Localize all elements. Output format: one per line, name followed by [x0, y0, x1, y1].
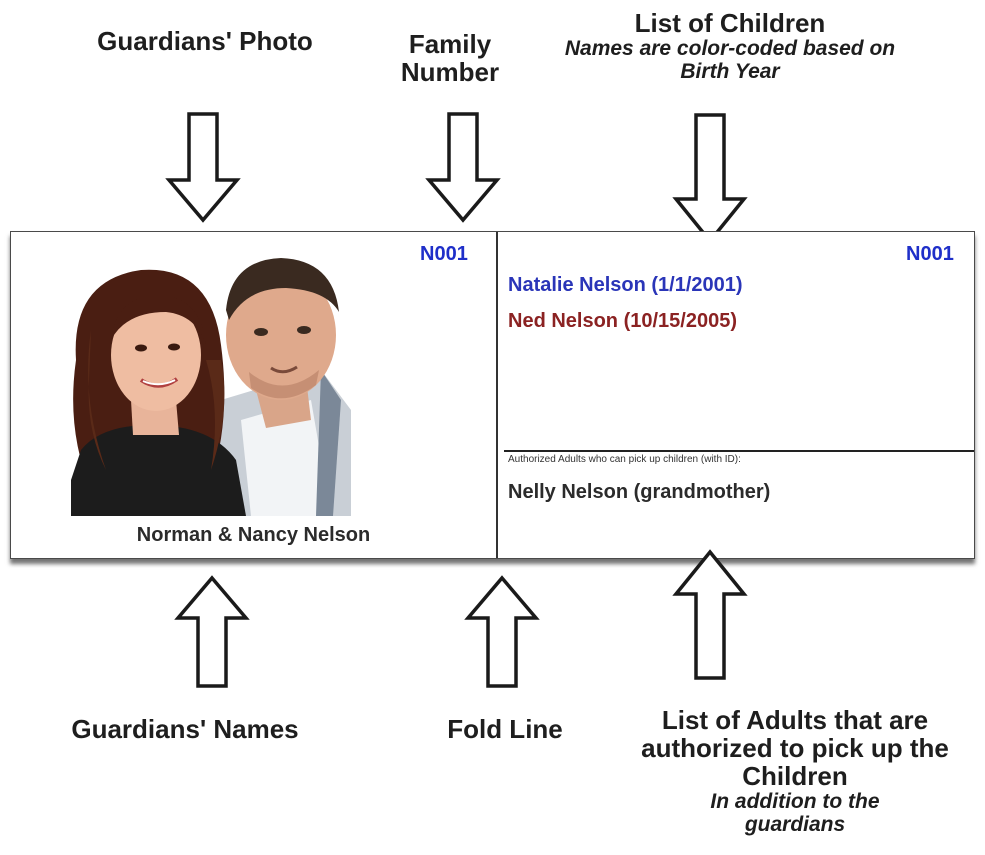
children-list-sublabel: Names are color-coded based on Birth Yea… — [564, 37, 896, 84]
child-entry-2: Ned Nelson (10/15/2005) — [508, 310, 737, 332]
child-entry-1: Natalie Nelson (1/1/2001) — [508, 274, 743, 296]
guardians-names-callout: Guardians' Names — [30, 715, 340, 743]
children-list-callout: List of Children Names are color-coded b… — [560, 9, 900, 83]
guardians-photo — [71, 250, 351, 516]
authorized-adults-callout: List of Adults that are authorized to pi… — [620, 706, 970, 836]
guardians-photo-callout: Guardians' Photo — [90, 27, 320, 55]
family-number-left: N001 — [420, 243, 468, 265]
family-number-down-arrow-icon — [425, 112, 501, 223]
guardians-names-up-arrow-icon — [174, 575, 250, 688]
fold-line-label: Fold Line — [447, 714, 563, 744]
authorized-adults-up-arrow-icon — [672, 549, 748, 680]
guardians-photo-down-arrow-icon — [165, 112, 241, 223]
authorized-divider — [504, 450, 974, 452]
fold-line — [496, 232, 498, 558]
family-number-callout: Family Number — [375, 30, 525, 86]
fold-line-up-arrow-icon — [464, 575, 540, 688]
authorized-adults-sublabel: In addition to the guardians — [710, 790, 880, 837]
authorized-adults-title: List of Adults that are authorized to pi… — [641, 705, 949, 792]
guardians-photo-image — [71, 250, 351, 516]
family-card: N001 N001 — [10, 231, 975, 559]
children-list-down-arrow-icon — [672, 113, 748, 244]
fold-line-callout: Fold Line — [420, 715, 590, 743]
family-number-right: N001 — [906, 243, 954, 265]
authorized-adult-1: Nelly Nelson (grandmother) — [508, 481, 771, 503]
authorized-adults-label: Authorized Adults who can pick up childr… — [508, 454, 741, 465]
family-number-label: Family Number — [400, 29, 500, 88]
guardians-photo-label: Guardians' Photo — [97, 26, 313, 56]
guardians-names-label: Guardians' Names — [71, 714, 299, 744]
children-list-label: List of Children — [634, 8, 826, 38]
guardian-names: Norman & Nancy Nelson — [136, 524, 371, 546]
